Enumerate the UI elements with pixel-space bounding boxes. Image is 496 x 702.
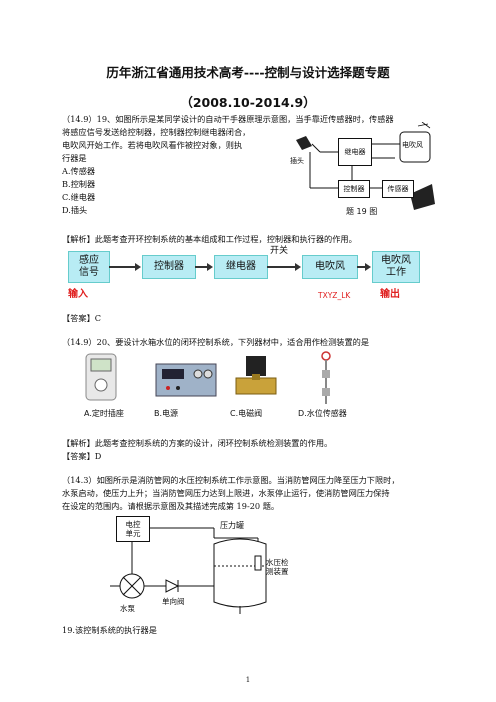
relay-box: 继电器 (338, 138, 372, 166)
q14-3-line-3: 在设定的范围内。请根据示意图及其描述完成第 19-20 题。 (62, 501, 280, 511)
flow-arrow-1 (109, 263, 141, 271)
q19-line-4: 行器是 (62, 153, 87, 163)
page-number: 1 (245, 676, 251, 684)
q20-option-b: B.电源 (154, 409, 179, 418)
control-flow-diagram: 感应 信号 控制器 继电器 开关 电吹风 电吹风 工作 输入 输出 TXYZ_L… (62, 245, 430, 307)
q20-options-row: A.定时插座 B.电源 C.电磁阀 D.水位传感器 (62, 350, 442, 422)
check-valve-label: 单向阀 (162, 597, 185, 606)
plug-label: 插头 (290, 157, 304, 165)
water-level-sensor-image (321, 351, 331, 404)
flow-output-label: 输出 (380, 289, 400, 300)
flow-controller: 控制器 (142, 255, 196, 279)
figure-caption: 题 19 图 (346, 207, 378, 216)
q19-line-1: （14.9）19、如图所示是某同学设计的自动干手器原理示意图，当手靠近传感器时，… (62, 114, 394, 124)
q19-option-a: A.传感器 (62, 166, 96, 176)
q14-3-line-1: （14.3）如图所示是消防管网的水压控制系统工作示意图。当消防管网压力降至压力下… (62, 475, 400, 485)
pump-system-figure: 电控 单元 压力罐 水压检 测装置 单向阀 水泵 (110, 516, 310, 616)
pressure-detector-label: 水压检 测装置 (266, 558, 289, 576)
control-unit-box: 电控 单元 (116, 516, 150, 542)
q19-line-2: 将感应信号发送给控制器，控制器控制继电器闭合， (62, 127, 251, 137)
flow-input-label: 输入 (68, 289, 88, 300)
q20-answer: 【答案】D (62, 451, 102, 461)
flow-switch-label: 开关 (270, 246, 289, 256)
q20-option-d: D.水位传感器 (298, 409, 347, 418)
power-supply-image (155, 363, 217, 397)
timer-socket-image (85, 353, 117, 401)
page-subtitle: （2008.10-2014.9） (180, 95, 316, 110)
q19-analysis: 【解析】此题考查开环控制系统的基本组成和工作过程，控制器和执行器的作用。 (62, 234, 357, 244)
flow-relay: 继电器 (214, 255, 268, 279)
q20-option-a: A.定时插座 (84, 409, 124, 418)
q19-line-3: 电吹风开始工作。若将电吹风看作被控对象，则执 (62, 140, 243, 150)
q19-option-c: C.继电器 (62, 192, 96, 202)
q20-stem: （14.9）20、要设计水箱水位的闭环控制系统，下列器材中，适合用作检测装置的是 (62, 337, 370, 347)
flow-arrow-3 (267, 263, 301, 271)
page-title: 历年浙江省通用技术高考----控制与设计选择题专题 (106, 65, 390, 80)
pressure-tank-label: 压力罐 (220, 521, 244, 530)
solenoid-valve-image (235, 356, 277, 395)
flow-input-signal: 感应 信号 (68, 251, 110, 283)
sensor-box: 传感器 (382, 180, 414, 198)
pump-system-drawing (110, 527, 267, 614)
flow-dryer: 电吹风 (302, 255, 358, 279)
q19-option-b: B.控制器 (62, 179, 96, 189)
hand-dryer-figure: 插头 继电器 电吹风 控制器 传感器 题 19 图 (290, 122, 440, 222)
q14-3-line-2: 水泵启动，使压力上升；当消防管网压力达到上限进，水泵停止运行，使消防管网压力保持 (62, 488, 390, 498)
q14-3-q19: 19.该控制系统的执行器是 (62, 625, 157, 635)
dryer-label: 电吹风 (402, 141, 423, 149)
flow-dryer-work: 电吹风 工作 (372, 251, 420, 283)
hand-dryer-wiring (296, 122, 435, 210)
q19-option-d: D.插头 (62, 205, 88, 215)
flow-watermark: TXYZ_LK (318, 291, 351, 300)
q20-option-c: C.电磁阀 (230, 409, 263, 418)
flow-arrow-2 (195, 263, 213, 271)
flow-arrow-4 (357, 263, 371, 271)
pump-label: 水泵 (120, 604, 135, 613)
q20-analysis: 【解析】此题考查控制系统的方案的设计，闭环控制系统检测装置的作用。 (62, 438, 333, 448)
q19-answer: 【答案】C (62, 313, 102, 323)
controller-box: 控制器 (338, 180, 370, 198)
